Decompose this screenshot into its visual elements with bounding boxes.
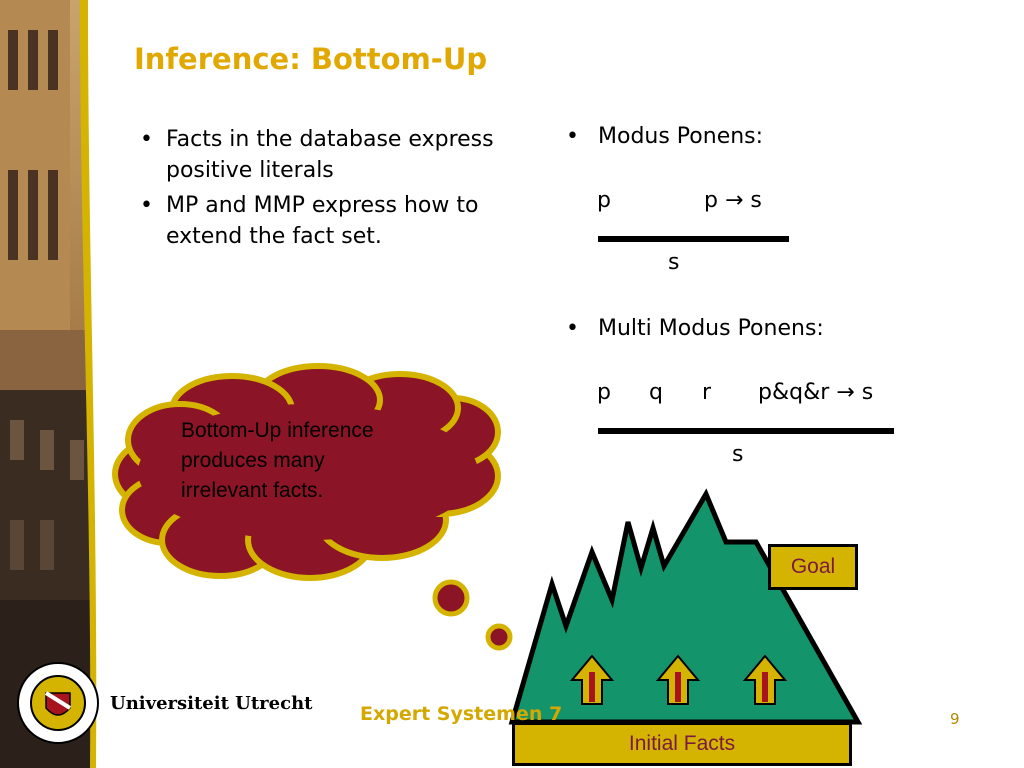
mp-conclusion: s (668, 250, 680, 275)
thought-dot-medium (485, 623, 513, 651)
university-seal-icon (17, 662, 99, 744)
bullet-item: MP and MMP express how to extend the fac… (140, 190, 560, 252)
mmp-inference-line (598, 428, 894, 434)
up-arrow (742, 654, 788, 705)
page-number: 9 (950, 710, 960, 728)
mmp-conclusion: s (732, 442, 744, 467)
mmp-premise-p: p (597, 380, 611, 405)
thought-dot-large (432, 579, 470, 617)
modus-ponens-bullet: •Modus Ponens: (566, 124, 764, 149)
mmp-premise-r: r (702, 380, 712, 405)
mp-premise-1: p (597, 188, 611, 213)
mmp-premise-q: q (649, 380, 663, 405)
bullet-item: Facts in the database express positive l… (140, 124, 560, 186)
goal-box: Goal (768, 544, 858, 590)
slide-title: Inference: Bottom-Up (134, 42, 488, 76)
thought-trail (432, 579, 549, 681)
multi-modus-ponens-bullet: •Multi Modus Ponens: (566, 316, 824, 341)
initial-facts-box: Initial Facts (512, 722, 852, 766)
up-arrow (569, 654, 615, 705)
mp-inference-line (598, 236, 789, 242)
bullet-list: Facts in the database express positive l… (140, 124, 560, 256)
footer-text: Expert Systemen 7 (360, 703, 563, 725)
mmp-premise-rule: p&q&r → s (758, 380, 874, 405)
up-arrow (655, 654, 701, 705)
modus-ponens-label: Modus Ponens: (598, 124, 764, 149)
goal-label: Goal (790, 555, 836, 578)
university-logo-text: Universiteit Utrecht (110, 693, 313, 714)
multi-modus-ponens-label: Multi Modus Ponens: (598, 316, 824, 341)
initial-facts-label: Initial Facts (628, 732, 736, 755)
thought-bubble-text: Bottom-Up inference produces many irrele… (181, 419, 374, 502)
mp-premise-2: p → s (704, 188, 762, 213)
